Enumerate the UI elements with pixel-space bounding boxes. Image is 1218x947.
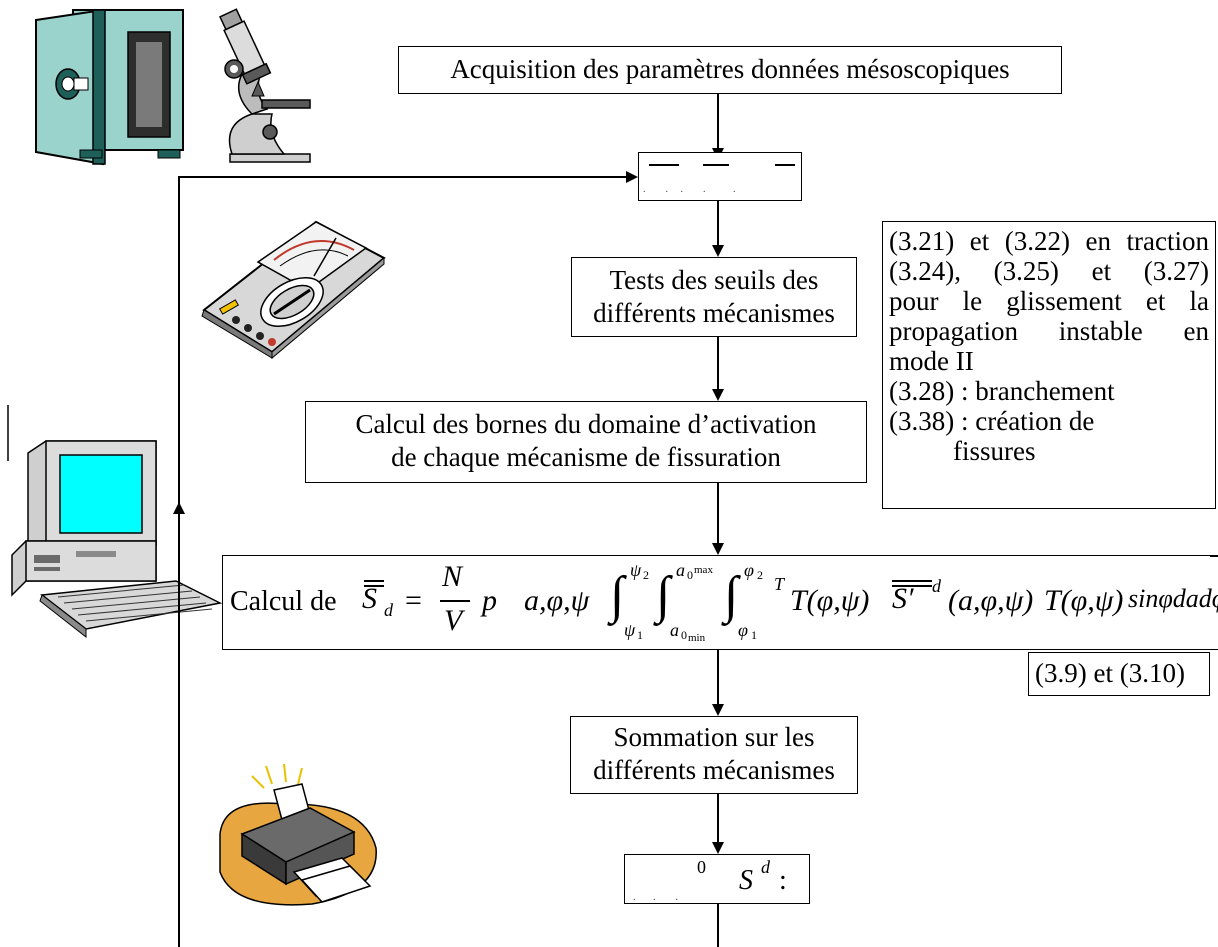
- step-tests-line2: différents mécanismes: [593, 298, 835, 328]
- arrow-2: [712, 245, 724, 257]
- step-final-zero: 0: [697, 857, 706, 877]
- ref-line-4: propagation instable en: [889, 316, 1209, 346]
- formula-p: p: [482, 584, 497, 617]
- arrow-5: [712, 704, 724, 716]
- formula-prefix: Calcul de: [230, 586, 337, 617]
- formula-T2: T(φ,ψ): [1044, 584, 1124, 617]
- step-sommation-line1: Sommation sur les: [613, 722, 815, 752]
- ref-line-8: fissures: [953, 436, 1036, 466]
- formula-args: a,φ,ψ: [524, 584, 590, 617]
- connector-7: [717, 904, 719, 947]
- multimeter-icon: [201, 220, 386, 360]
- formula-lhs: S d: [362, 580, 393, 620]
- step-sommation: Sommation sur les différents mécanismes: [570, 716, 858, 794]
- integral-phi: ∫ φ 2 φ 1: [724, 560, 763, 642]
- printer-icon: [219, 763, 377, 906]
- formula-fraction: N V: [440, 560, 470, 640]
- loop-arrow-right: [626, 171, 638, 183]
- connector-3: [717, 337, 719, 391]
- step-final-colon: :: [779, 865, 787, 896]
- computer-icon: [7, 405, 223, 639]
- formula-T1: T(φ,ψ): [790, 584, 870, 617]
- ref-line-5: mode II: [889, 346, 974, 376]
- step-sommation-line2: différents mécanismes: [593, 755, 835, 785]
- formula-tail: sinφdadφdψ: [1128, 584, 1218, 613]
- step-final-symbol: S: [739, 865, 753, 896]
- step-final-sup: d: [761, 857, 770, 877]
- loop-line-horizontal: [178, 176, 626, 178]
- ref-line-1: (3.21) et (3.22) en traction: [889, 226, 1209, 256]
- microscope-icon: [219, 8, 311, 163]
- formula-args2: (a,φ,ψ): [948, 584, 1034, 617]
- step-parameters: . . . . .: [638, 152, 802, 201]
- ref-line-3: pour le glissement et la: [889, 286, 1209, 316]
- step-tests-line1: Tests des seuils des: [609, 265, 819, 295]
- step-bornes-line1: Calcul des bornes du domaine d’activatio…: [355, 409, 817, 439]
- connector-4: [717, 483, 719, 545]
- step-tests: Tests des seuils des différents mécanism…: [571, 257, 857, 337]
- step-bornes: Calcul des bornes du domaine d’activatio…: [305, 401, 867, 483]
- step-acquisition-label: Acquisition des paramètres données mésos…: [450, 54, 1010, 84]
- connector-1: [717, 94, 719, 150]
- loop-arrow-up: [173, 502, 185, 514]
- ref-line-2: (3.24), (3.25) et (3.27): [889, 256, 1209, 286]
- arrow-6: [712, 842, 724, 854]
- step-final: . . . 0 S d :: [624, 854, 810, 904]
- loop-line-vertical: [178, 176, 180, 947]
- connector-6: [717, 794, 719, 844]
- arrow-4: [712, 543, 724, 555]
- formula-sd: Calcul de S d = N V p a,φ,ψ ∫ ψ 2 ψ 1 ∫ …: [230, 560, 1218, 648]
- calcul-ref-label: (3.9) et (3.10): [1035, 658, 1185, 688]
- ref-line-7: (3.38) : création de: [889, 406, 1095, 436]
- integral-a: ∫ a 0 max a 0 min: [656, 560, 713, 644]
- connector-2: [717, 201, 719, 247]
- references-box: (3.21) et (3.22) en traction (3.24), (3.…: [882, 221, 1216, 509]
- oven-icon: [35, 8, 184, 166]
- calcul-ref-box: (3.9) et (3.10): [1028, 652, 1210, 696]
- arrow-3: [712, 389, 724, 401]
- formula-equals: =: [405, 584, 422, 617]
- step-acquisition: Acquisition des paramètres données mésos…: [398, 46, 1062, 94]
- integral-psi: ∫ ψ 2 ψ 1: [610, 560, 649, 642]
- formula-sprime: S′ d: [892, 576, 941, 615]
- step-calcul: [222, 555, 1218, 650]
- step-bornes-line2: de chaque mécanisme de fissuration: [391, 442, 781, 472]
- formula-transpose: T: [774, 574, 785, 594]
- ref-line-6: (3.28) : branchement: [889, 376, 1115, 406]
- connector-5: [717, 650, 719, 706]
